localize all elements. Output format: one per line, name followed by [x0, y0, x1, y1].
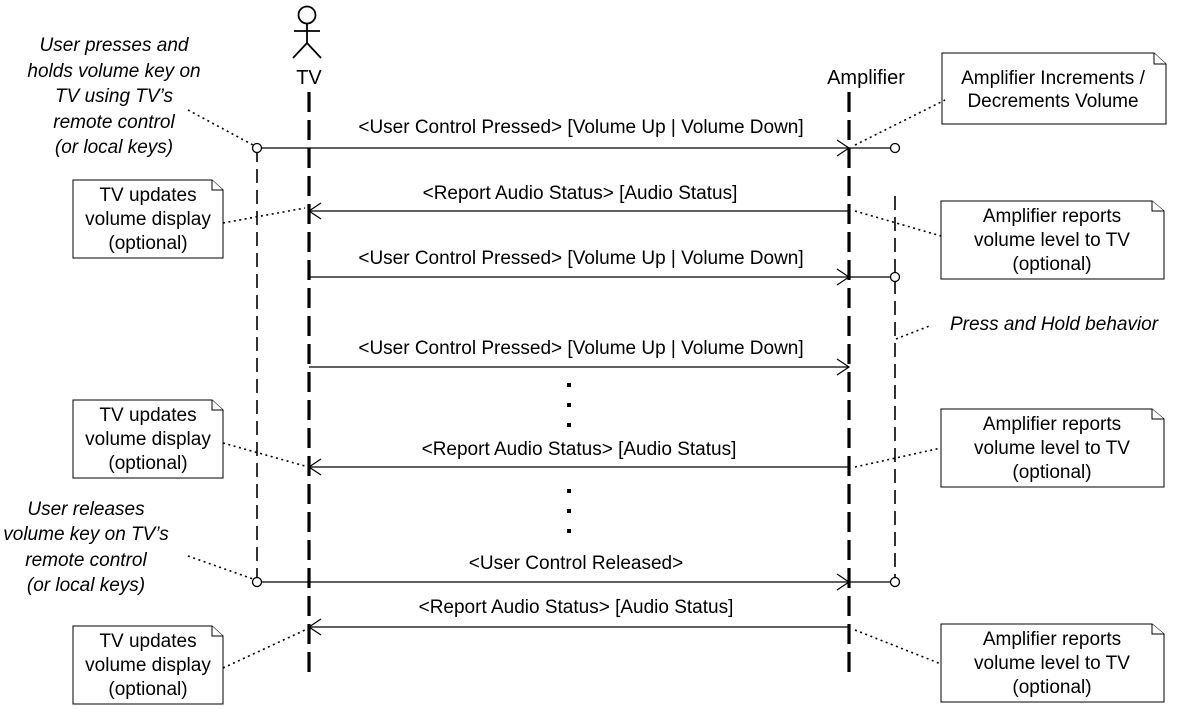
- press-and-hold-label: Press and Hold behavior: [895, 314, 1159, 340]
- svg-text:User presses and: User presses and: [40, 35, 190, 56]
- svg-text:TV updates: TV updates: [99, 631, 196, 652]
- svg-text:(optional): (optional): [1012, 254, 1091, 275]
- svg-text:volume display: volume display: [85, 209, 211, 230]
- message-6: <User Control Released>: [257, 553, 891, 591]
- note-amplifier-reports: Amplifier reports volume level to TV (op…: [854, 408, 1165, 488]
- svg-text:Amplifier reports: Amplifier reports: [983, 629, 1121, 650]
- note-tv-updates: TV updates volume display (optional): [72, 625, 306, 705]
- user-action-marker: [251, 142, 263, 154]
- svg-text:remote control: remote control: [53, 112, 175, 133]
- message-2: <Report Audio Status> [Audio Status]: [307, 183, 849, 220]
- note-tv-updates: TV updates volume display (optional): [72, 179, 306, 259]
- amplifier-action-marker: [889, 576, 901, 588]
- svg-text:TV using TV’s: TV using TV’s: [55, 86, 173, 107]
- svg-text:User releases: User releases: [27, 499, 145, 520]
- message-4: <User Control Pressed> [Volume Up | Volu…: [309, 338, 851, 376]
- tv-participant-label: TV: [296, 67, 322, 89]
- svg-text:volume level to TV: volume level to TV: [974, 438, 1130, 459]
- amplifier-action-marker: [889, 142, 901, 154]
- message-label: <Report Audio Status> [Audio Status]: [419, 597, 734, 618]
- note-amplifier-reports: Amplifier reports volume level to TV (op…: [854, 200, 1165, 280]
- svg-text:(optional): (optional): [1012, 462, 1091, 483]
- message-3: <User Control Pressed> [Volume Up | Volu…: [309, 248, 891, 286]
- note-amplifier-reports: Amplifier reports volume level to TV (op…: [854, 623, 1165, 703]
- message-1: <User Control Pressed> [Volume Up | Volu…: [257, 117, 891, 157]
- message-7: <Report Audio Status> [Audio Status]: [307, 597, 849, 636]
- svg-text:Decrements Volume: Decrements Volume: [967, 91, 1138, 112]
- svg-text:remote control: remote control: [25, 550, 147, 571]
- svg-text:volume key on TV’s: volume key on TV’s: [3, 524, 169, 545]
- svg-text:(optional): (optional): [108, 233, 187, 254]
- message-5: <Report Audio Status> [Audio Status]: [307, 439, 849, 476]
- svg-text:volume level to TV: volume level to TV: [974, 653, 1130, 674]
- message-label: <User Control Released>: [469, 553, 683, 574]
- svg-text:(optional): (optional): [108, 453, 187, 474]
- svg-text:(optional): (optional): [108, 679, 187, 700]
- continuation-ellipsis: [567, 489, 571, 533]
- user-release-annotation: User releases volume key on TV’s remote …: [3, 499, 254, 596]
- svg-text:(optional): (optional): [1012, 677, 1091, 698]
- message-label: <User Control Pressed> [Volume Up | Volu…: [358, 248, 803, 269]
- message-label: <Report Audio Status> [Audio Status]: [423, 183, 738, 204]
- svg-text:volume display: volume display: [85, 655, 211, 676]
- amplifier-participant-label: Amplifier: [827, 67, 905, 89]
- svg-text:(or local keys): (or local keys): [55, 137, 173, 158]
- note-tv-updates: TV updates volume display (optional): [72, 399, 306, 479]
- svg-text:(or local keys): (or local keys): [27, 575, 145, 596]
- message-label: <User Control Pressed> [Volume Up | Volu…: [358, 117, 803, 138]
- svg-text:TV updates: TV updates: [99, 185, 196, 206]
- message-label: <Report Audio Status> [Audio Status]: [422, 439, 737, 460]
- svg-text:Amplifier reports: Amplifier reports: [983, 414, 1121, 435]
- svg-text:TV updates: TV updates: [99, 405, 196, 426]
- user-action-marker: [251, 576, 263, 588]
- svg-text:Amplifier Increments /: Amplifier Increments /: [961, 68, 1145, 89]
- tv-actor-icon: [292, 5, 322, 59]
- continuation-ellipsis: [567, 383, 571, 427]
- message-label: <User Control Pressed> [Volume Up | Volu…: [358, 338, 803, 359]
- user-press-annotation: User presses and holds volume key on TV …: [27, 35, 254, 158]
- svg-text:Amplifier reports: Amplifier reports: [983, 206, 1121, 227]
- note-amplifier-increments: Amplifier Increments / Decrements Volume: [854, 52, 1167, 146]
- svg-text:holds volume key on: holds volume key on: [27, 61, 200, 82]
- svg-text:volume display: volume display: [85, 429, 211, 450]
- svg-text:volume level to TV: volume level to TV: [974, 230, 1130, 251]
- svg-text:Press and Hold behavior: Press and Hold behavior: [950, 314, 1159, 335]
- amplifier-action-marker: [889, 271, 901, 283]
